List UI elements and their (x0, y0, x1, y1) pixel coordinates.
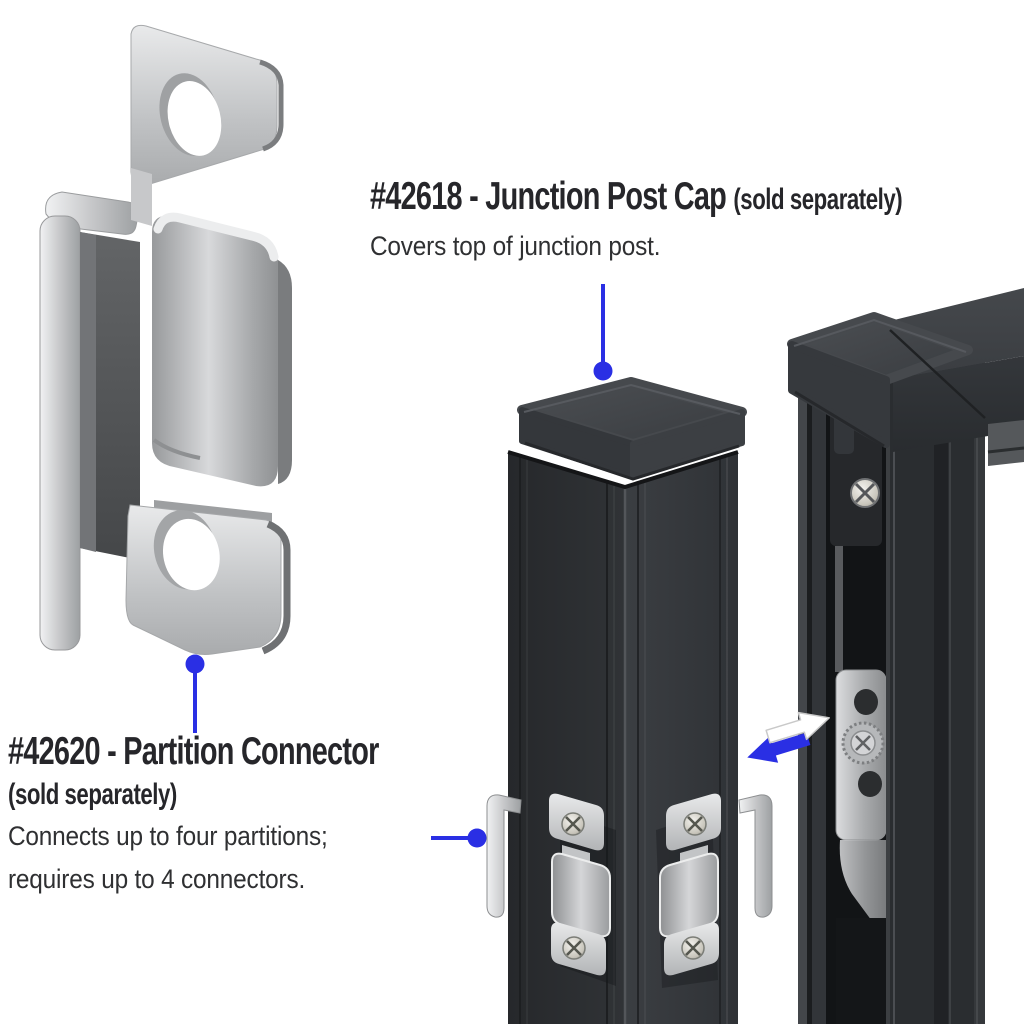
connector-part-title: #42620 - Partition Connector (8, 730, 379, 773)
top-tab-hole (159, 73, 222, 156)
bottom-tab-hole (153, 510, 220, 591)
cap-rail-seam (889, 329, 986, 419)
frame-cap (787, 312, 986, 448)
partition-frame-figure (787, 288, 1024, 1024)
cap-front-right-face (630, 409, 745, 480)
frame-cap-bottom-edge (794, 390, 885, 448)
post-clip-left-side (486, 794, 522, 918)
channel-lower-dark (836, 918, 886, 1024)
connector-middle-clip (152, 215, 278, 487)
cap-bottom-edge (524, 441, 740, 481)
phillips-screw (562, 936, 586, 960)
latch-edge-sliver (835, 546, 843, 672)
rail-underside-line (987, 446, 1024, 454)
junction-post-cap-annotation: #42618 - Junction Post Cap (sold separat… (370, 174, 1024, 268)
frame-right-edge (974, 412, 985, 1024)
connector-description-line-1: Connects up to four partitions; (8, 821, 328, 851)
phillips-screw (850, 478, 880, 508)
blue-arrow-icon (747, 732, 811, 763)
cap-rim-highlight (523, 383, 741, 415)
cap-callout (593, 284, 613, 381)
connector-availability: (sold separately) (8, 778, 177, 811)
clip-bottom-shade (152, 438, 201, 460)
cap-title-line: #42618 - Junction Post Cap (sold separat… (370, 174, 903, 222)
frame-left-strip (812, 362, 826, 1024)
cap-part-title: #42618 - Junction Post Cap (370, 175, 727, 218)
junction-post-cap (517, 377, 747, 481)
phillips-screw (561, 812, 585, 836)
connector-waist (131, 168, 152, 226)
post-clip-right-side (738, 794, 773, 918)
rail-underside (988, 420, 1024, 466)
callout-dot (467, 828, 487, 848)
clip-inner-edge (80, 232, 96, 552)
partition-connector-closeup-figure (39, 24, 292, 655)
partition-connector-annotation: #42620 - Partition Connector (sold separ… (8, 729, 509, 901)
bottom-tab-edge (261, 520, 291, 655)
strap-clip-band (551, 852, 611, 938)
clip-side-bar (39, 215, 81, 651)
frame-left-edge (798, 362, 807, 1024)
connector-callout (185, 654, 205, 733)
plate-hole (858, 771, 882, 797)
post-connector-left (549, 793, 616, 986)
post-connector-right (656, 793, 721, 988)
frame-left-groove (807, 362, 812, 1024)
channel-right-lip (886, 372, 890, 1024)
partitions-callout (431, 828, 487, 848)
plate-hole (854, 689, 878, 715)
frame-cap-front (788, 341, 890, 448)
clip-top-curl-highlight (153, 212, 279, 262)
phillips-screw (683, 812, 707, 836)
callout-dot (185, 654, 205, 674)
white-arrow-icon (765, 711, 830, 744)
cap-description: Covers top of junction post. (370, 231, 661, 261)
connector-description-line-2: requires up to 4 connectors. (8, 864, 306, 894)
strap-clip-band (659, 852, 719, 938)
phillips-screw (681, 936, 705, 960)
insertion-direction-arrows (747, 711, 830, 763)
plate-lower-arm (839, 840, 886, 932)
frame-cap-rim (793, 318, 967, 353)
post-top-shadow (507, 450, 739, 490)
knurled-thumbscrew (841, 721, 885, 765)
face-groove-band (934, 420, 948, 1024)
clip-right-edge (278, 260, 292, 484)
junction-post-figure (486, 377, 773, 1024)
callout-dot (593, 361, 613, 381)
cap-availability: (sold separately) (733, 183, 903, 216)
top-tab-edge (259, 59, 284, 152)
